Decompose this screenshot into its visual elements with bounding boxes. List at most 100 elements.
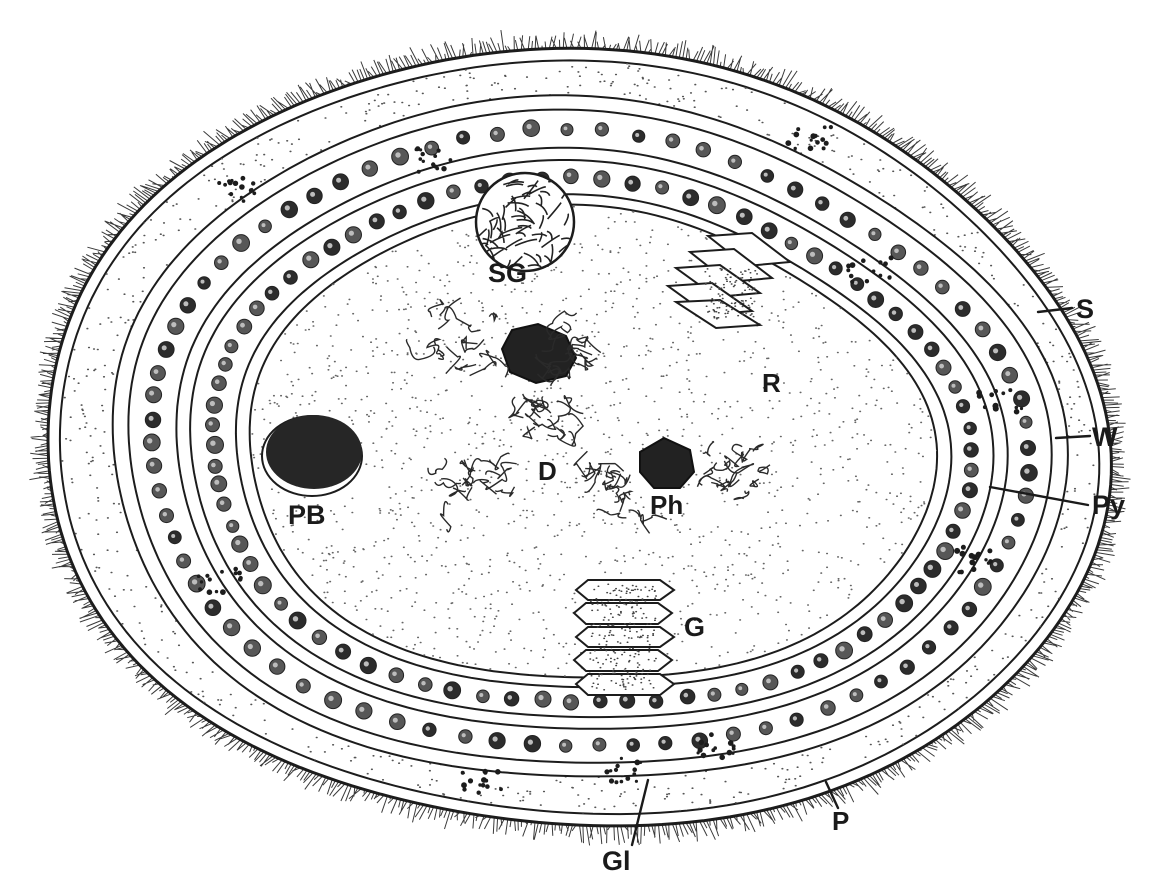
lipid-dot: [449, 158, 453, 162]
granule-stack: [574, 580, 674, 695]
pyrenoid-granule-highlight: [628, 180, 633, 185]
lipid-dot: [242, 199, 246, 203]
lipid-dot: [468, 778, 473, 783]
pyrenoid-granule: [761, 223, 777, 239]
dna-fibril: [523, 426, 535, 439]
pyrenoid-granule-highlight: [310, 192, 315, 197]
pyrenoid-granule-highlight: [155, 487, 160, 492]
dna-fibril: [703, 442, 714, 456]
pyrenoid-granule: [419, 678, 433, 692]
pyrenoid-granule-highlight: [373, 218, 378, 223]
pyrenoid-granule: [447, 185, 461, 199]
lipid-dot: [823, 125, 827, 129]
lipid-dot: [422, 160, 425, 163]
lipid-dot: [815, 140, 820, 145]
lipid-dot: [987, 548, 992, 553]
lipid-dot: [223, 183, 227, 187]
pyrenoid-granule-highlight: [365, 165, 370, 170]
lipid-dot: [620, 780, 624, 784]
label-ph: Ph: [650, 490, 683, 520]
pyrenoid-granule-highlight: [731, 159, 735, 163]
pyrenoid-granule: [788, 182, 803, 197]
lipid-dot: [698, 748, 703, 753]
pyrenoid-granule: [561, 124, 573, 136]
pyrenoid-granule: [254, 577, 271, 594]
pyrenoid-granule-highlight: [163, 512, 167, 516]
lipid-dot: [889, 255, 894, 260]
pyrenoid-granule-highlight: [939, 364, 944, 369]
pyrenoid-granule-highlight: [459, 134, 463, 138]
pyrenoid-granule: [875, 675, 888, 688]
dna-fibril: [427, 339, 439, 350]
pyrenoid-granule-highlight: [832, 265, 836, 269]
pyrenoid-granule-highlight: [854, 281, 858, 285]
pyrenoid-granule-highlight: [567, 698, 572, 703]
pyrenoid-granule: [955, 302, 970, 317]
lipid-dot: [846, 264, 851, 269]
pyrenoid-granule-highlight: [1023, 419, 1027, 423]
cell-outline: [48, 48, 1111, 826]
pyrenoid-granule-highlight: [208, 604, 213, 609]
lipid-dot: [233, 181, 238, 186]
lipid-dot: [887, 276, 891, 280]
pyrenoid-granule-highlight: [623, 697, 628, 702]
label-p: P: [832, 806, 849, 836]
pyrenoid-granule-highlight: [881, 616, 886, 621]
pyrenoid-granule-highlight: [201, 280, 205, 284]
pyrenoid-granule: [763, 675, 778, 690]
pyrenoid-granule: [198, 277, 210, 289]
pyrenoid-granule-highlight: [562, 743, 566, 747]
pyrenoid-granule-highlight: [917, 264, 922, 269]
lipid-dot: [228, 180, 233, 185]
pyrenoid-granule: [956, 400, 969, 413]
lipid-dot: [699, 740, 704, 745]
lipid-dot: [727, 750, 733, 756]
dna-fibril: [758, 465, 770, 474]
lipid-dot: [197, 574, 201, 578]
pyrenoid-granule-highlight: [791, 186, 796, 191]
pyrenoid-granule-highlight: [635, 133, 639, 137]
pyrenoid-granule: [924, 561, 941, 578]
lipid-dot: [215, 590, 218, 593]
dna-fibril: [637, 510, 649, 533]
pyrenoid-granule-highlight: [215, 379, 220, 384]
pyrenoid-granule-highlight: [479, 693, 483, 697]
lipid-dot: [796, 127, 800, 131]
lipid-dot: [865, 279, 869, 283]
pyrenoid-granule-highlight: [527, 124, 532, 129]
pyrenoid-granule: [563, 695, 578, 710]
pyrenoid-granule-highlight: [171, 534, 175, 538]
lipid-dot: [220, 570, 224, 574]
pyrenoid-granule: [265, 286, 279, 300]
pyrenoid-granule-highlight: [508, 695, 513, 700]
pyrenoid-granule-highlight: [395, 152, 400, 157]
label-gl: Gl: [602, 846, 631, 875]
pyrenoid-granule: [840, 212, 855, 227]
pyrenoid-granule-highlight: [421, 197, 426, 202]
pyrenoid-granule-highlight: [210, 401, 215, 406]
lipid-dot: [972, 554, 978, 560]
pyrenoid-granule: [259, 220, 272, 233]
pyrenoid-granule-highlight: [214, 480, 219, 485]
pyrenoid-granule-highlight: [287, 274, 291, 278]
pyrenoid-granule-highlight: [925, 644, 929, 648]
lipid-dot: [850, 280, 854, 284]
dna-fibril: [441, 502, 451, 532]
pyrenoid-granule: [1002, 536, 1015, 549]
pyrenoid-granule-highlight: [246, 560, 251, 565]
pyrenoid-granule: [936, 360, 951, 375]
pyrenoid-granule-highlight: [877, 678, 881, 682]
pyrenoid-granule-highlight: [493, 736, 498, 741]
lipid-dot: [829, 125, 833, 129]
pyrenoid-granule: [964, 463, 978, 477]
pyrenoid-granule-highlight: [598, 126, 602, 130]
pyrenoid-granule-highlight: [426, 726, 430, 730]
pyrenoid-granule-highlight: [315, 634, 320, 639]
pyrenoid-granule-highlight: [839, 646, 844, 651]
pyrenoid-granule-highlight: [740, 213, 745, 218]
lipid-dot: [711, 748, 715, 752]
pyrenoid-granule-highlight: [596, 698, 600, 702]
pyrenoid-granule: [523, 120, 540, 137]
lipid-dot: [233, 567, 238, 572]
